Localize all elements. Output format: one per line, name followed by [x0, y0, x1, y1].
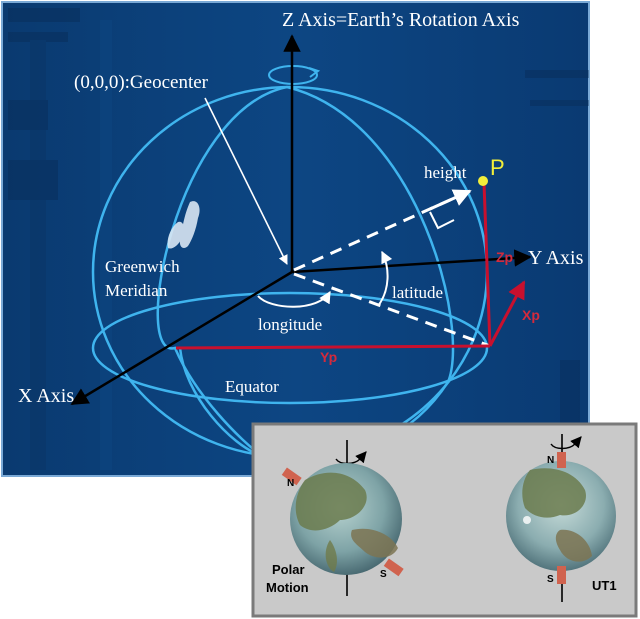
angle-arcs — [257, 250, 393, 308]
polar-motion-label: Polar Motion — [266, 562, 309, 595]
yp-line — [175, 344, 491, 350]
zp-label: Zp — [496, 249, 513, 265]
geocenter-pointer — [204, 97, 288, 265]
y-axis — [291, 249, 532, 274]
greenwich-label: Greenwich Meridian — [105, 257, 184, 300]
zp-line — [482, 182, 492, 347]
x-axis-label: X Axis — [18, 385, 74, 407]
xp-line — [488, 280, 526, 347]
inset-panel: N S Polar Motion N S UT1 — [251, 422, 638, 618]
y-axis-label: Y Axis — [528, 247, 584, 269]
longitude-arc — [257, 290, 331, 308]
ut1-north-label: N — [547, 455, 554, 466]
position-vector — [293, 189, 491, 348]
ut1-label: UT1 — [592, 578, 617, 593]
meridian-arc-front — [178, 347, 263, 458]
polar-north-label: N — [287, 478, 294, 489]
x-axis — [70, 270, 293, 406]
equator-circle — [91, 291, 489, 405]
ut1-south-label: S — [547, 574, 554, 585]
sphere-outline — [91, 85, 489, 459]
polar-motion-globe: N S — [281, 440, 404, 596]
ut1-globe: N S — [506, 434, 616, 602]
greenwich-meridian-arc — [156, 85, 288, 458]
z-axis-label: Z Axis=Earth’s Rotation Axis — [282, 9, 520, 31]
projection-line — [293, 272, 491, 348]
right-angle-mark — [429, 211, 455, 230]
longitude-label: longitude — [258, 315, 322, 334]
equator-label: Equator — [225, 377, 279, 396]
diagram-background — [1, 1, 590, 477]
latitude-label: latitude — [392, 283, 443, 302]
height-label: height — [424, 163, 467, 182]
point-p-label: P — [490, 155, 505, 180]
xp-label: Xp — [522, 307, 540, 323]
axes — [70, 34, 532, 406]
geocenter-label: (0,0,0):Geocenter — [74, 72, 209, 93]
yp-label: Yp — [320, 349, 337, 365]
coordinate-lines — [175, 182, 526, 350]
latitude-arc — [377, 250, 393, 307]
polar-south-label: S — [380, 569, 387, 580]
continent-blobs — [167, 201, 200, 249]
point-p-marker — [478, 176, 488, 186]
